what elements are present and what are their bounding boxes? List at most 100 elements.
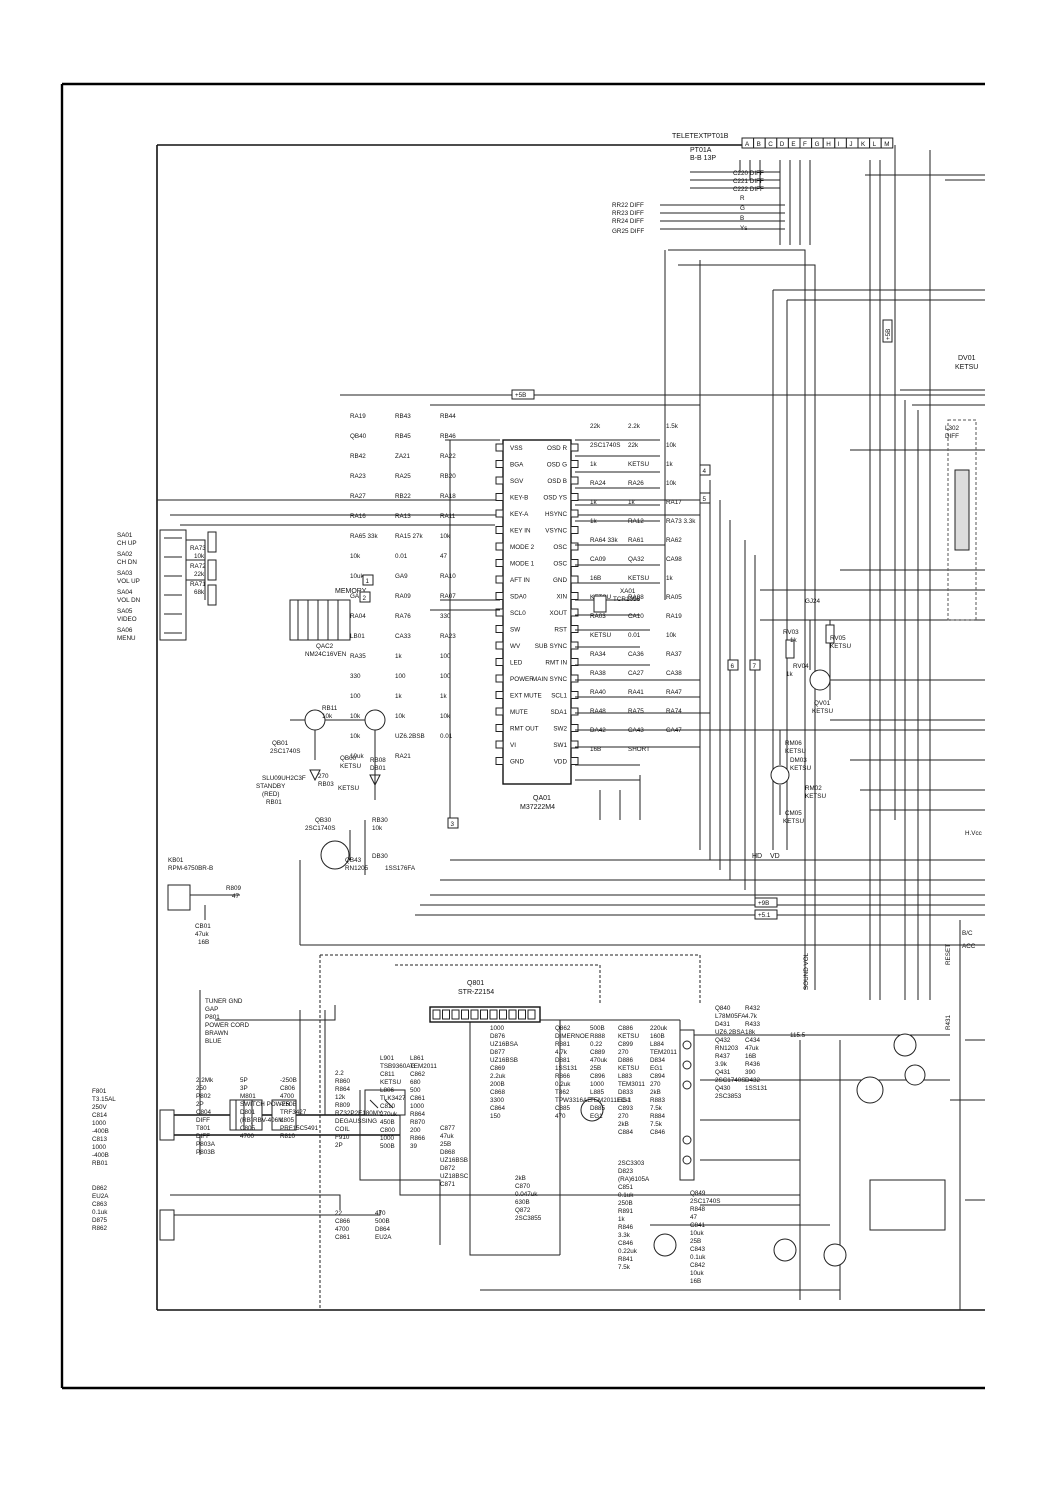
power-label: (RA)6105A [618, 1176, 650, 1183]
micro-part-label: 10uk [350, 753, 365, 760]
power-label: 4.7k [555, 1049, 568, 1056]
power-label: D886 [618, 1057, 634, 1064]
micro-pin-box [570, 509, 579, 518]
key-label: MENU [117, 635, 136, 642]
micro-part-label: RB42 [350, 453, 366, 460]
receiver-label: RB30 [372, 817, 388, 824]
micro-pin-box [495, 724, 504, 732]
diff-part: RR24 DIFF [612, 218, 644, 225]
micro-part-label: CA27 [628, 670, 644, 677]
power-label: R888 [590, 1033, 606, 1040]
power-label: Q849 [690, 1190, 706, 1197]
power-label: C846 [618, 1240, 634, 1247]
micro-part-label: RA16 [350, 513, 366, 520]
micro-pin-box [495, 757, 504, 765]
power-label: 10uk [690, 1230, 705, 1237]
right-label: RESET [945, 944, 952, 965]
bridge-rectifier [364, 1089, 406, 1116]
power-label: 2SC3853 [715, 1093, 742, 1100]
micro-right-pin: SUB SYNC [535, 643, 568, 650]
power-label: C843 [690, 1246, 706, 1253]
power-label: R866 [410, 1135, 426, 1142]
micro-part-label: 1k [628, 499, 636, 506]
power-label: EG1 [618, 1097, 631, 1104]
diff-part: RR23 DIFF [612, 210, 644, 217]
micro-right-pin: OSD G [547, 462, 567, 469]
micro-pin-box [570, 658, 579, 666]
standby-label: STANDBY [256, 783, 286, 790]
marker-label: 2 [363, 595, 367, 602]
micro-pin-box [495, 476, 504, 485]
power-label: C842 [690, 1262, 706, 1269]
power-ic-ref: Q801 [467, 980, 484, 987]
power-label: D875 [92, 1217, 108, 1224]
power-label: C846 [650, 1129, 666, 1136]
power-label: 160B [650, 1033, 665, 1040]
supply-tag: +5.1 [758, 912, 771, 919]
marker-box [749, 659, 761, 671]
power-label: M801 [240, 1093, 256, 1100]
power-label: D833 [618, 1089, 634, 1096]
power-label: D881 [555, 1057, 571, 1064]
power-label: Q432 [715, 1037, 731, 1044]
micro-part-label: RB45 [395, 433, 411, 440]
power-label: KETSU [618, 1065, 639, 1072]
power-label: 18k [745, 1029, 756, 1036]
power-label: R870 [410, 1119, 426, 1126]
diff-part: C221 DIFF [733, 178, 764, 185]
power-label: -400B [92, 1152, 109, 1159]
power-label: C886 [618, 1025, 634, 1032]
power-label: 7.5k [650, 1121, 663, 1128]
micro-part-label: RB44 [440, 413, 456, 420]
power-ic: Q801 STR-Z2154 [429, 980, 541, 1023]
micro-pin-box [570, 641, 579, 650]
power-label: 1SS131 [745, 1085, 768, 1092]
power-label: D431 [715, 1021, 731, 1028]
standby-label: RB03 [318, 781, 334, 788]
power-label: L78M05FA [715, 1013, 746, 1020]
right-label: ACC [962, 943, 976, 950]
micro-part-label: 0.01 [440, 733, 453, 740]
power-label: 1k [618, 1216, 626, 1223]
power-label: L806 [380, 1087, 395, 1094]
micro-part-label: CA47 [666, 727, 682, 734]
power-label: R862 [92, 1225, 108, 1232]
standby-label: RB08 [370, 757, 386, 764]
power-label: D885 [590, 1105, 606, 1112]
power-ic-pin [527, 1009, 536, 1020]
micro-part-label: SHORT [628, 746, 650, 753]
power-label: 390 [745, 1069, 756, 1076]
standby-label: RB11 [322, 705, 338, 712]
receiver-label: RN1205 [345, 865, 369, 872]
micro-part-label: DA42 [590, 727, 606, 734]
marker-label: 7 [753, 663, 757, 670]
standby-label: RB01 [266, 799, 282, 806]
standby-label: KETSU [338, 785, 359, 792]
supply-tag: +5B [885, 329, 892, 340]
micro-right-pin: RST [554, 627, 567, 634]
key-label: VOL UP [117, 578, 140, 585]
receiver-label: 10k [372, 825, 383, 832]
micro-part-label: QB40 [350, 433, 367, 440]
key-res: 22k [194, 571, 205, 578]
connector-pin-label: C [768, 141, 773, 148]
key-ref: SA04 [117, 589, 133, 596]
power-label: 16B [745, 1053, 756, 1060]
standby-label: QB01 [272, 740, 289, 747]
power-label: 500 [410, 1087, 421, 1094]
power-label: 150 [490, 1113, 501, 1120]
receiver-label: 47uk [195, 931, 210, 938]
power-label: 220uk [650, 1025, 668, 1032]
power-label: TEM2011 [650, 1049, 677, 1056]
micro-right-pin: SDA1 [551, 709, 568, 716]
power-label: Q862 [555, 1025, 571, 1032]
micro-part-label: 330 [350, 673, 361, 680]
transformer [679, 1029, 695, 1181]
supply-tag: +9B [758, 900, 769, 907]
power-label: C871 [440, 1181, 456, 1188]
micro-part-label: 10k [666, 632, 677, 639]
micro-part-label: 100 [350, 693, 361, 700]
power-label: D834 [650, 1057, 666, 1064]
power-ic-pin [461, 1009, 469, 1020]
standby-label: QB00 [340, 755, 357, 762]
